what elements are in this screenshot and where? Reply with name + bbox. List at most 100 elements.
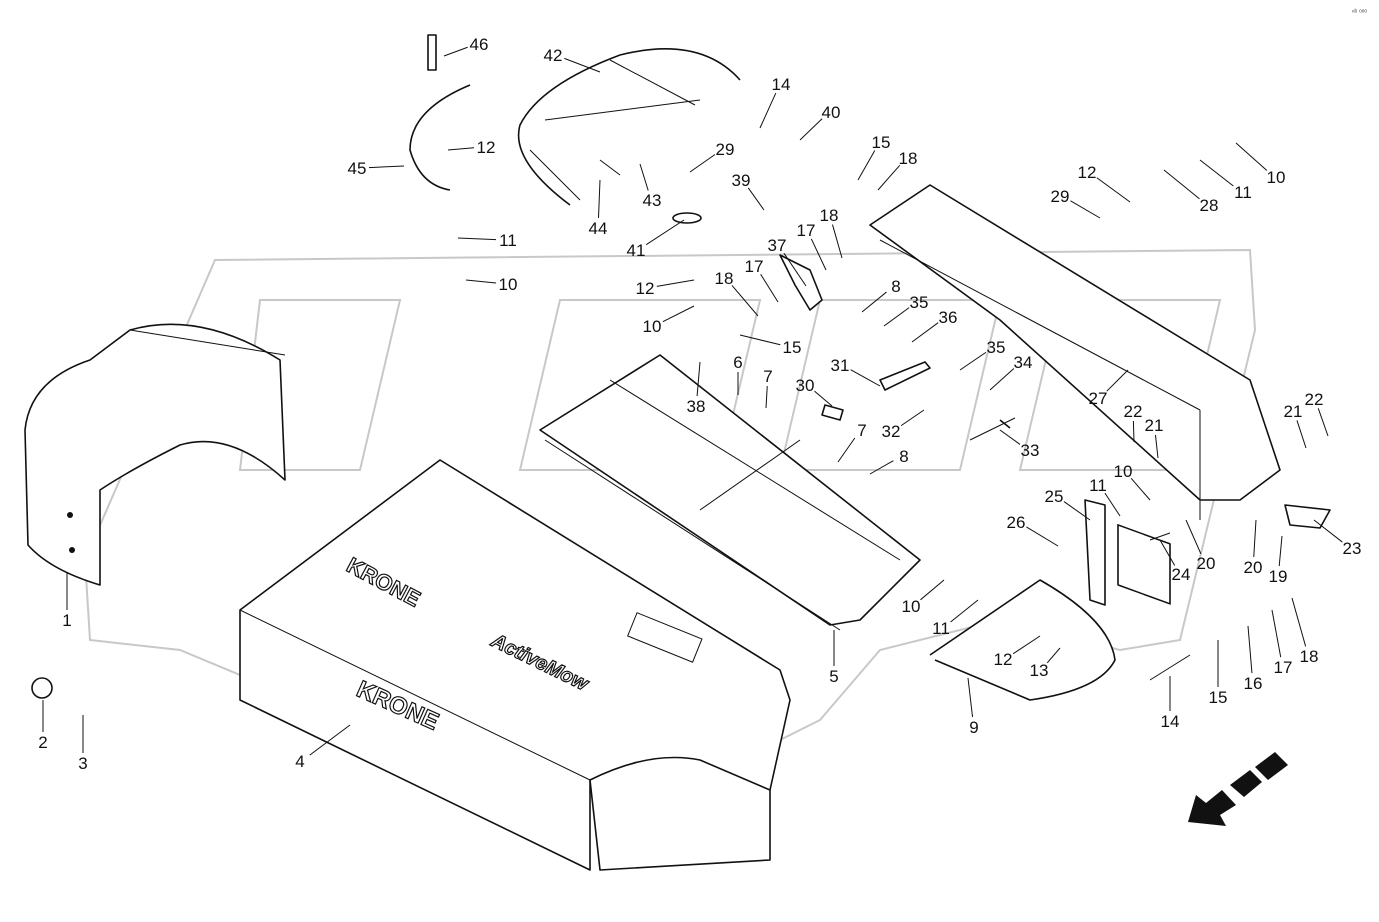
leader-line [810,238,827,271]
callout-c21a: 21 [1145,416,1163,459]
callout-c7a: 7 [763,367,773,409]
callout-number: 39 [732,171,751,190]
callout-number: 12 [636,279,655,298]
callout-number: 11 [932,619,950,638]
leader-line [662,305,695,323]
callout-number: 12 [477,138,496,157]
leader-line [814,390,833,407]
callout-c27: 27 [1089,369,1129,408]
callout-c9: 9 [967,677,979,737]
callout-number: 37 [768,236,787,255]
leader-line [883,307,910,327]
callout-number: 34 [1014,353,1033,372]
callout-number: 14 [1161,712,1180,731]
leader-line [465,279,497,284]
callout-c46: 46 [443,35,488,57]
callout-c7b: 7 [837,421,867,463]
upper-guard-part [517,48,741,206]
callout-c29b: 29 [1051,187,1101,219]
callout-number: 15 [1209,688,1228,707]
leader-line [447,147,475,151]
callout-c20a: 20 [1185,519,1215,573]
callout-c31: 31 [831,356,881,387]
callout-c12b: 12 [636,279,695,298]
main-beam-part [869,184,1281,520]
leader-line [645,219,685,246]
leader-line [597,179,601,219]
callout-number: 17 [1274,658,1293,677]
leader-line [1063,501,1091,521]
callout-c38: 38 [687,361,706,416]
leader-line [1154,434,1159,459]
callout-c12a: 12 [447,138,496,157]
leader-line [639,163,649,191]
callout-number: 15 [783,338,802,357]
callout-number: 10 [1114,462,1133,481]
callout-number: 15 [872,133,891,152]
lower-frame-part [539,354,921,631]
leader-line [857,150,876,181]
leader-line [689,154,716,173]
leader-line [1313,519,1343,543]
leader-line [368,165,405,169]
callout-c11b: 11 [932,599,979,638]
callout-number: 26 [1007,513,1026,532]
callout-c1: 1 [62,572,72,630]
leader-line [799,118,823,141]
callout-c21b: 21 [1284,402,1307,449]
side-guard-part [929,579,1116,701]
callout-c35b: 35 [959,338,1005,371]
callout-c8b: 8 [869,447,909,475]
callout-c25: 25 [1045,487,1091,521]
callout-c43: 43 [639,163,661,210]
leader-line [967,677,974,718]
callout-c18a: 18 [877,149,918,191]
leader-line [443,46,468,57]
callout-number: 12 [994,650,1013,669]
callout-c44: 44 [589,179,607,238]
callout-number: 17 [797,221,816,240]
leader-line [837,437,856,463]
leader-line [783,252,807,287]
callout-c35a: 35 [883,293,928,327]
leader-line [747,187,765,211]
callout-number: 40 [822,103,841,122]
leader-line [1070,200,1101,219]
callout-number: 32 [882,422,901,441]
callout-c10d: 10 [1114,462,1151,501]
leader-line [1278,535,1283,567]
callout-number: 18 [820,206,839,225]
callout-c22b: 22 [1305,390,1329,437]
callout-c19: 19 [1269,535,1287,586]
callout-number: 23 [1343,539,1362,558]
leader-line [861,291,887,313]
leader-line [950,599,979,623]
leader-line [1104,492,1121,517]
callout-c32: 32 [882,409,925,441]
callout-c11a: 11 [457,231,517,250]
callout-number: 38 [687,397,706,416]
callout-c12c: 12 [994,635,1041,669]
leader-line [564,57,601,73]
callout-c13: 13 [1030,647,1061,680]
leader-line [900,409,925,427]
callout-number: 3 [78,754,87,773]
callout-c33: 33 [999,429,1039,460]
callout-c18c: 18 [715,269,759,317]
callout-number: 29 [1051,187,1070,206]
callout-c2: 2 [38,700,48,752]
callout-number: 18 [1300,647,1319,666]
leader-line [1185,519,1202,555]
callout-number: 45 [348,159,367,178]
callout-number: 1 [62,611,71,630]
callout-number: 17 [745,257,764,276]
callout-c14a: 14 [759,75,790,129]
leader-line [1296,420,1307,449]
leader-line [1096,177,1131,203]
callout-number: 18 [899,149,918,168]
callout-c39: 39 [732,171,765,211]
callout-number: 8 [899,447,908,466]
leader-line [1132,420,1135,443]
